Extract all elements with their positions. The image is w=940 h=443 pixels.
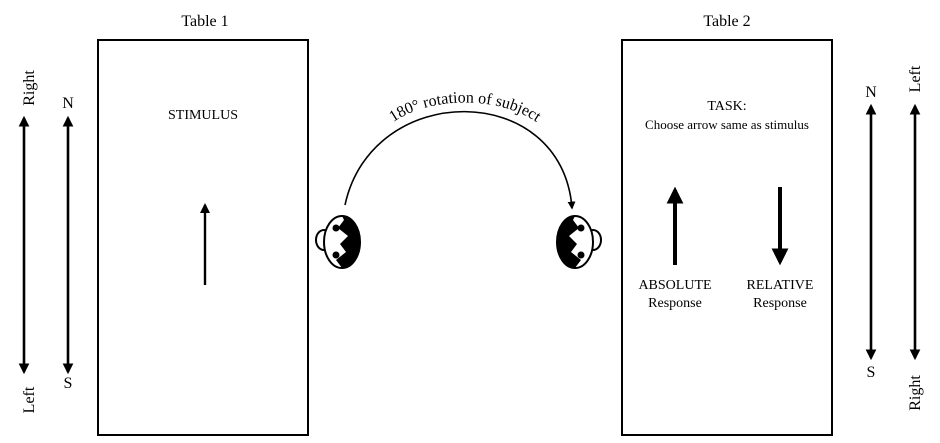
table2-box: [621, 39, 833, 436]
left-absolute-bottom-label: S: [64, 375, 73, 392]
left-relative-top-label: Right: [21, 70, 38, 106]
table2-task-title: TASK:: [707, 99, 746, 114]
table2-task-text: Choose arrow same as stimulus: [645, 117, 809, 132]
table1-title: Table 1: [181, 13, 228, 30]
rotation-label: 180° rotation of subject: [386, 89, 544, 125]
left-relative-bottom-label: Left: [21, 386, 38, 413]
right-absolute-top-label: N: [865, 84, 877, 101]
absolute-response-label: ABSOLUTE: [638, 278, 711, 293]
right-relative-bottom-label: Right: [907, 375, 924, 411]
relative-response-label: RELATIVE: [747, 278, 814, 293]
right-absolute-bottom-label: S: [867, 364, 876, 381]
relative-response-sublabel: Response: [753, 296, 807, 311]
rotation-arc: [344, 110, 576, 210]
absolute-response-sublabel: Response: [648, 296, 702, 311]
table2-title: Table 2: [703, 13, 750, 30]
right-relative-top-label: Left: [907, 65, 924, 92]
table1-stimulus-label: STIMULUS: [168, 108, 238, 123]
table1-box: [97, 39, 309, 436]
left-absolute-top-label: N: [62, 95, 74, 112]
subject-head-icon-right: [556, 215, 602, 269]
subject-head-icon-left: [315, 215, 361, 269]
